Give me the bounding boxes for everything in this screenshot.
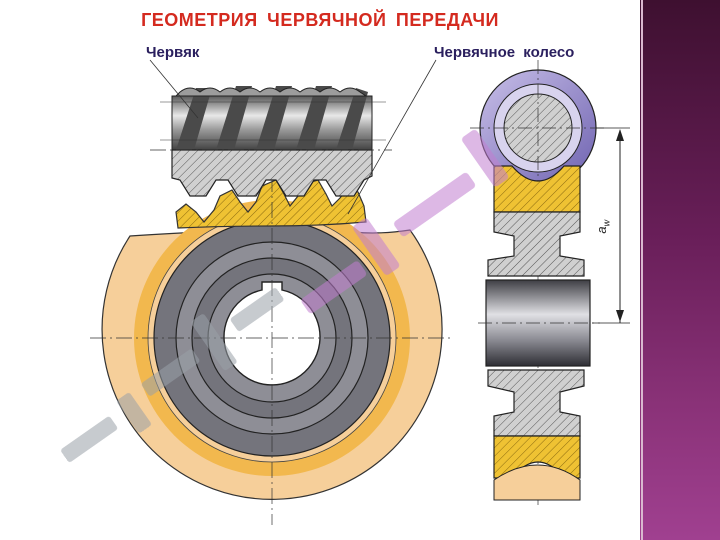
side-decor-strip xyxy=(640,0,720,540)
watermark xyxy=(61,129,509,462)
worm-wheel-front-view xyxy=(90,150,450,525)
worm-label: Червяк xyxy=(146,44,200,61)
wheel-label: Червячное колесо xyxy=(434,44,575,61)
worm-gear-drawing xyxy=(61,59,630,525)
worm-leader-line xyxy=(149,59,199,119)
center-distance-label: aw xyxy=(594,220,612,234)
side-decor-line xyxy=(641,0,643,540)
worm-thread xyxy=(336,88,368,150)
worm-wheel-side-view xyxy=(470,60,630,505)
center-distance-symbol: a xyxy=(594,226,610,234)
wheel-leader-line xyxy=(347,59,437,215)
wheel-web-section-top xyxy=(487,211,585,277)
wheel-rim-section-top xyxy=(493,165,581,213)
slide-title: ГЕОМЕТРИЯ ЧЕРВЯЧНОЙ ПЕРЕДАЧИ xyxy=(141,10,499,30)
center-distance-subscript: w xyxy=(601,219,612,227)
worm xyxy=(150,86,392,197)
wheel-web-section-bottom xyxy=(487,369,585,437)
worm-section xyxy=(171,149,373,197)
worm-thread xyxy=(176,88,212,150)
